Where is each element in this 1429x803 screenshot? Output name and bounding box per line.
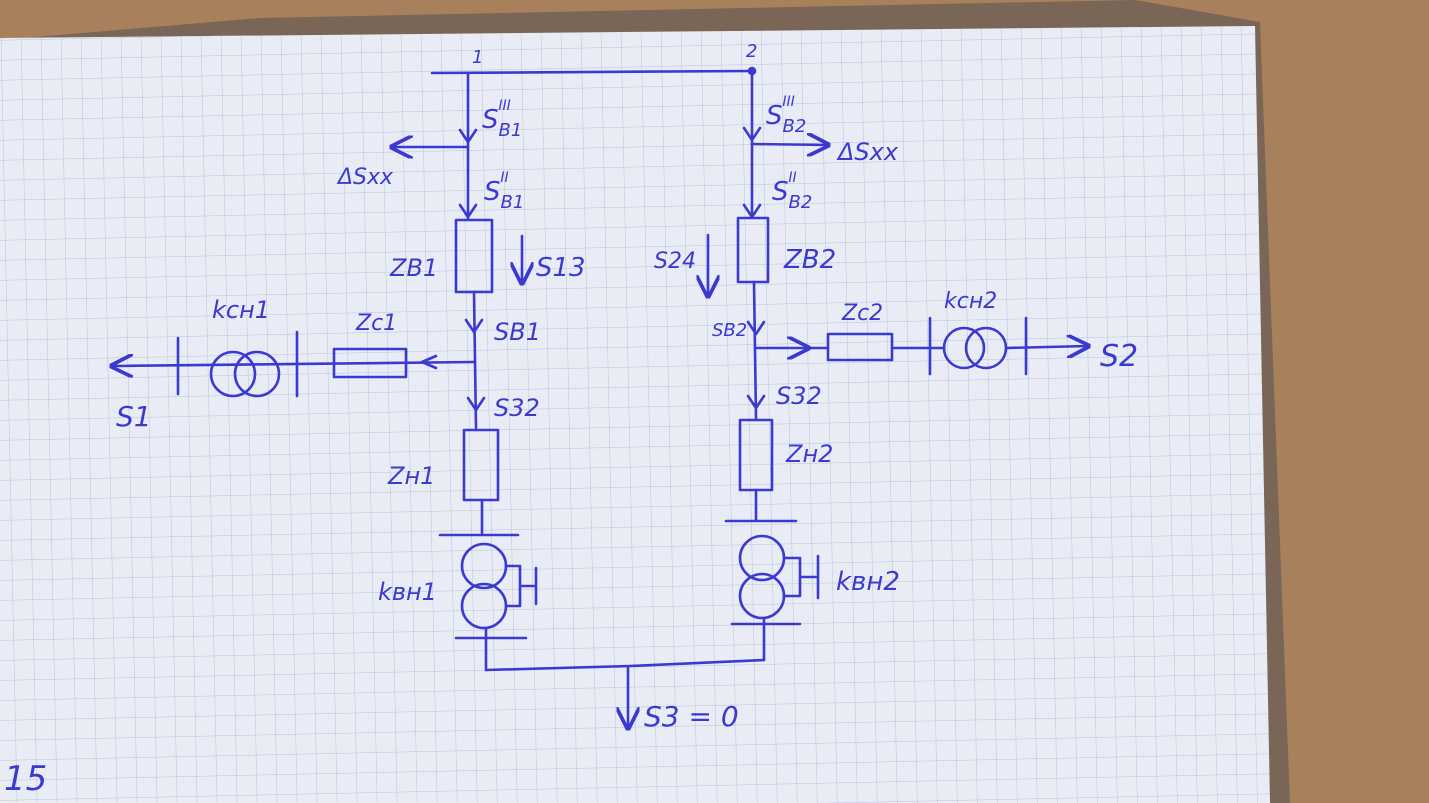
left-impedance-c-label: Zc1: [355, 311, 397, 336]
left-tr-coil-b: [233, 350, 281, 398]
left-flow-upper-label: SB1III: [482, 98, 522, 141]
right-load-label: S2: [1100, 339, 1138, 374]
right-flow-mid-label: SB2II: [772, 170, 812, 213]
left-tap-arrow: [420, 354, 438, 370]
right-impedance-c-label: Zc2: [841, 301, 883, 326]
right-transformer-c-label: kсн2: [944, 289, 997, 314]
left-flow-lower-label: SB1: [494, 318, 541, 346]
right-tap-wire-4: [1004, 346, 1088, 348]
left-arrow-lower: [464, 318, 484, 334]
left-transformer-b-label: kвн1: [378, 578, 437, 606]
bottom-bus: [484, 658, 766, 672]
left-arrow-mid: [458, 203, 478, 219]
top-bus: [430, 69, 754, 75]
right-flow32-label: S32: [776, 382, 822, 410]
right-flow-upper-label: SB2III: [766, 94, 806, 137]
right-flow-lower-label: SB2: [712, 320, 747, 341]
left-flow-mid-label: SB1II: [484, 170, 524, 213]
notebook-grid: [0, 26, 1270, 803]
right-arrow-lower: [746, 320, 766, 336]
left-bt-regulator: [504, 564, 538, 608]
left-loss-label: ΔSxx: [336, 165, 394, 190]
diagram-labels: 1 2 SB1III ΔSxx SB1II ZB1 S13 SB1 Zc1 kс…: [4, 41, 1138, 799]
margin-mark: 15: [4, 759, 47, 799]
right-tr-coil-a: [942, 326, 986, 370]
right-transformer-b-label: kвн2: [836, 567, 900, 597]
left-tr-coil-a: [209, 350, 257, 398]
left-impedance-c: [332, 347, 408, 379]
right-wire-mid: [752, 280, 758, 420]
bottom-flow-label: S3 = 0: [644, 700, 739, 733]
right-loss-wire: [750, 144, 828, 145]
right-bt-regulator: [782, 554, 820, 600]
right-arrow-32: [746, 394, 766, 410]
left-wire-mid: [472, 290, 478, 430]
left-load-label: S1: [116, 400, 152, 433]
right-flow24-label: S24: [654, 249, 696, 274]
node-1-label: 1: [472, 47, 483, 68]
left-impedance-b-label: ZB1: [389, 254, 438, 282]
right-impedance-b-label: ZB2: [783, 245, 836, 275]
left-impedance-h-label: Zн1: [387, 462, 435, 490]
circuit-diagram: [112, 66, 1088, 728]
left-flow32-label: S32: [494, 394, 540, 422]
left-tap-wire: [112, 362, 476, 366]
left-arrow-upper: [458, 128, 478, 144]
left-flow13-label: S13: [536, 253, 586, 283]
left-transformer-c-label: kсн1: [212, 296, 270, 324]
left-arrow-32: [466, 396, 486, 412]
right-arrow-upper: [742, 126, 762, 142]
node-2-label: 2: [746, 41, 757, 62]
right-loss-label: ΔSxx: [836, 138, 899, 166]
right-impedance-h-label: Zн2: [785, 440, 833, 468]
